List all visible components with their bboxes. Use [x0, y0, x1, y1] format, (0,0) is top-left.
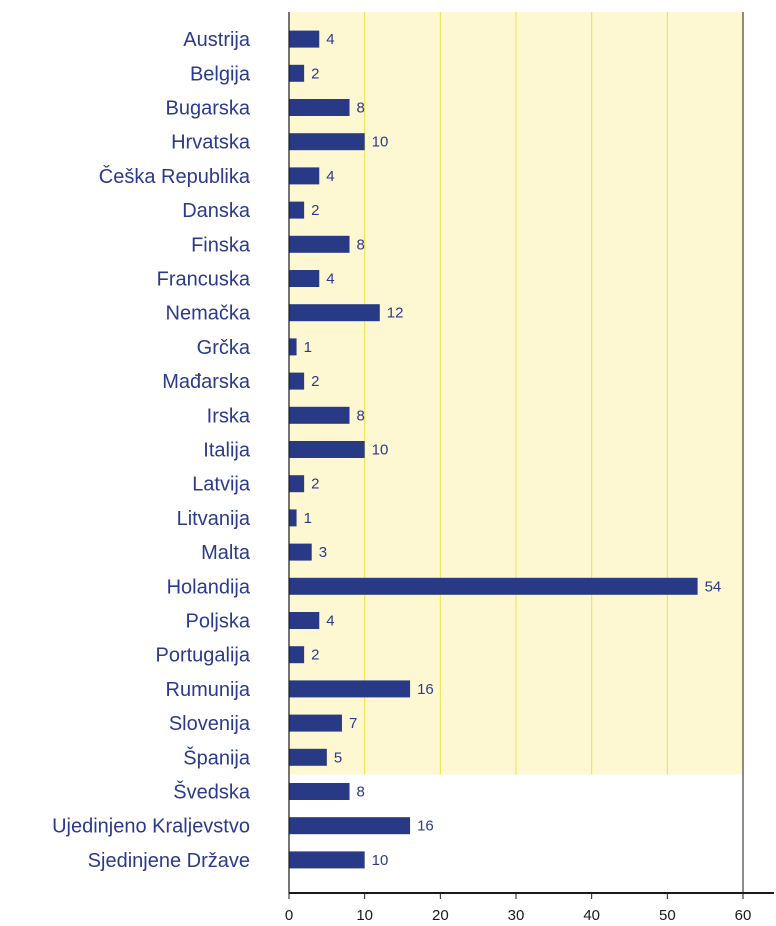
category-label-holandija: Holandija	[167, 576, 251, 598]
bar-holandija	[289, 577, 698, 595]
value-label-latvija: 2	[311, 476, 319, 493]
value-label-danska: 2	[311, 202, 319, 219]
category-label-francuska: Francuska	[157, 269, 251, 291]
x-tick-label-20: 20	[432, 907, 449, 924]
x-tick-label-50: 50	[659, 907, 676, 924]
category-label-italija: Italija	[203, 440, 251, 462]
value-label-litvanija: 1	[304, 510, 312, 527]
value-label-hrvatska: 10	[372, 134, 389, 151]
tick-labels-layer: 0 10 20 30 40 50 60	[285, 893, 752, 924]
category-label-austrija: Austrija	[183, 29, 251, 51]
category-label-hrvatska: Hrvatska	[171, 132, 251, 154]
bar-finska	[289, 235, 350, 253]
category-label-poljska: Poljska	[186, 611, 251, 633]
category-label-bugarska: Bugarska	[166, 98, 251, 120]
category-label-latvija: Latvija	[192, 474, 251, 496]
category-label-ceska-republika: Češka Republika	[99, 165, 251, 188]
category-label-svedska: Švedska	[173, 781, 251, 804]
bar-poljska	[289, 612, 320, 629]
category-label-irska: Irska	[207, 405, 251, 427]
bars-layer	[289, 30, 698, 869]
value-label-ujedinjeno-kraljevstvo: 16	[417, 818, 434, 835]
bar-francuska	[289, 270, 320, 287]
category-label-malta: Malta	[201, 542, 251, 564]
category-label-rumunija: Rumunija	[166, 679, 251, 701]
bar-hrvatska	[289, 133, 365, 151]
value-label-holandija: 54	[705, 578, 722, 595]
x-tick-label-40: 40	[583, 907, 600, 924]
category-label-sjedinjene-drzave: Sjedinjene Države	[88, 850, 250, 872]
bar-svedska	[289, 783, 350, 800]
value-label-rumunija: 16	[417, 681, 434, 698]
value-label-irska: 8	[357, 407, 365, 424]
value-label-belgija: 2	[311, 65, 319, 82]
category-label-belgija: Belgija	[190, 63, 251, 85]
x-tick-label-0: 0	[285, 907, 293, 924]
value-label-bugarska: 8	[357, 100, 365, 117]
value-label-malta: 3	[319, 544, 327, 561]
bar-ceska-republika	[289, 167, 320, 185]
value-label-sjedinjene-drzave: 10	[372, 852, 389, 869]
category-label-portugalija: Portugalija	[155, 645, 250, 667]
value-label-poljska: 4	[326, 613, 334, 630]
bar-irska	[289, 406, 350, 424]
bar-portugalija	[289, 646, 305, 664]
bar-spanija	[289, 748, 327, 766]
value-label-spanija: 5	[334, 749, 342, 766]
x-tick-label-30: 30	[508, 907, 525, 924]
bar-austrija	[289, 30, 320, 48]
bar-belgija	[289, 64, 305, 82]
value-label-slovenija: 7	[349, 715, 357, 732]
value-label-finska: 8	[357, 236, 365, 253]
value-label-nemacka: 12	[387, 305, 404, 322]
value-label-ceska-republika: 4	[326, 168, 334, 185]
category-label-danska: Danska	[182, 200, 251, 222]
bar-malta	[289, 543, 312, 561]
bar-madarska	[289, 372, 305, 390]
category-label-madarska: Mađarska	[162, 371, 251, 393]
value-label-svedska: 8	[357, 784, 365, 801]
value-label-portugalija: 2	[311, 647, 319, 664]
bar-ujedinjeno-kraljevstvo	[289, 817, 411, 835]
value-label-francuska: 4	[326, 271, 334, 288]
category-label-finska: Finska	[191, 234, 251, 256]
category-label-grcka: Grčka	[197, 337, 251, 359]
category-label-litvanija: Litvanija	[177, 508, 251, 530]
bar-grcka	[289, 338, 297, 356]
bar-sjedinjene-drzave	[289, 851, 365, 869]
value-label-madarska: 2	[311, 373, 319, 390]
bar-litvanija	[289, 509, 297, 527]
category-label-slovenija: Slovenija	[169, 713, 251, 735]
category-label-nemacka: Nemačka	[166, 303, 251, 325]
x-tick-label-60: 60	[735, 907, 752, 924]
axes-layer	[288, 12, 774, 894]
bar-danska	[289, 201, 305, 219]
bar-slovenija	[289, 714, 342, 732]
category-label-spanija: Španija	[183, 746, 251, 769]
bar-rumunija	[289, 680, 411, 698]
bar-latvija	[289, 475, 305, 493]
value-label-italija: 10	[372, 442, 389, 459]
x-tick-label-10: 10	[356, 907, 373, 924]
value-label-grcka: 1	[304, 339, 312, 356]
bar-nemacka	[289, 304, 380, 322]
value-label-austrija: 4	[326, 31, 334, 48]
category-label-ujedinjeno-kraljevstvo: Ujedinjeno Kraljevstvo	[52, 816, 250, 838]
bar-bugarska	[289, 99, 350, 116]
bar-italija	[289, 441, 365, 458]
